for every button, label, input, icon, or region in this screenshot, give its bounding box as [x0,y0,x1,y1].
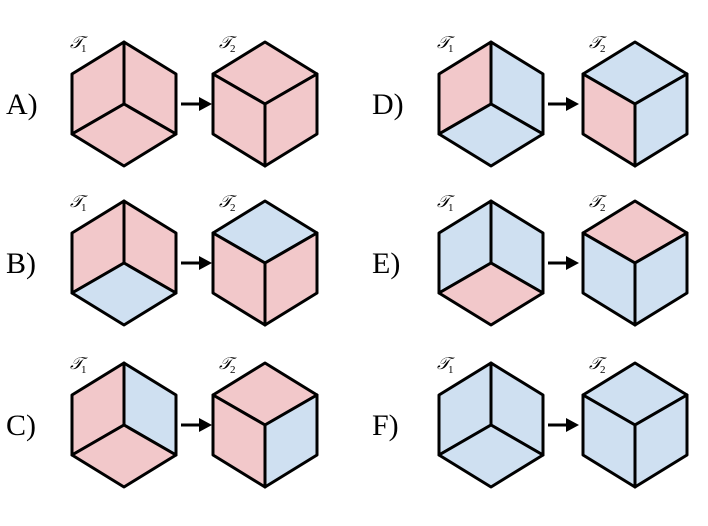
before-tau-subscript: 1 [448,43,454,55]
after-tau-subscript: 2 [600,43,606,55]
cube-before [70,361,178,489]
cube-after [581,199,689,327]
cube-before [437,199,545,327]
before-tau-subscript: 1 [448,202,454,214]
cube-face-bottom [70,261,178,327]
cube-after [211,40,319,168]
cube-before [437,361,545,489]
panel-label: D) [372,88,404,121]
cube-after [211,361,319,489]
arrow-icon [548,256,579,270]
cube-after [211,199,319,327]
cube-face-right [263,72,319,168]
after-tau-subscript: 2 [600,202,606,214]
panel-label: B) [6,247,36,280]
arrow-icon [181,97,212,111]
cube-face-right [633,393,689,489]
cube-face-right [263,231,319,327]
cube-face-bottom [70,102,178,168]
panel-label: F) [372,409,399,442]
arrow-icon [548,97,579,111]
before-tau-subscript: 1 [448,364,454,376]
before-tau-subscript: 1 [81,364,87,376]
cube-face-bottom [70,423,178,489]
cube-face-bottom [437,102,545,168]
panel-label: A) [6,88,38,121]
arrow-icon [181,256,212,270]
arrow-icon [181,418,212,432]
cube-before [70,199,178,327]
cube-face-bottom [437,261,545,327]
after-tau-subscript: 2 [230,43,236,55]
cube-face-right [633,72,689,168]
cube-before [70,40,178,168]
cube-face-bottom [437,423,545,489]
panel-label: E) [372,247,400,280]
after-tau-subscript: 2 [600,364,606,376]
arrow-icon [548,418,579,432]
cube-face-right [263,393,319,489]
before-tau-subscript: 1 [81,202,87,214]
before-tau-subscript: 1 [81,43,87,55]
panel-label: C) [6,409,36,442]
cube-after [581,361,689,489]
cube-before [437,40,545,168]
after-tau-subscript: 2 [230,364,236,376]
after-tau-subscript: 2 [230,202,236,214]
cube-after [581,40,689,168]
cube-face-right [633,231,689,327]
